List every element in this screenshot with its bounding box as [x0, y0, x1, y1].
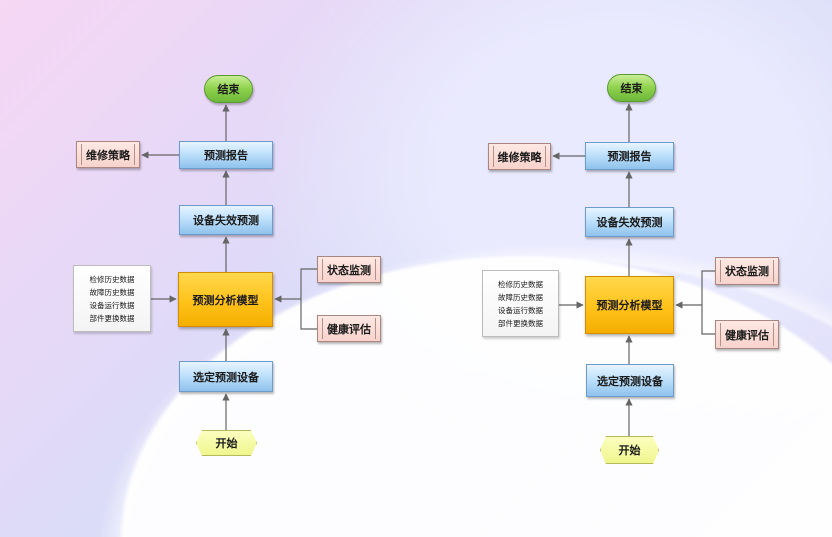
end-label: 结束	[217, 83, 240, 96]
connector-lines-right	[552, 103, 715, 436]
prediction-report-label: 预测报告	[607, 150, 652, 163]
maintenance-strategy-box: 维修策略	[488, 143, 551, 170]
start-label: 开始	[215, 437, 238, 450]
flowchart-right: 结束 预测报告 维修策略 设备失效预测 预测分析模型 检修历史数据 故障历史数据…	[412, 0, 828, 537]
select-prediction-equipment-box: 选定预测设备	[179, 361, 273, 392]
data-input-item: 设备运行数据	[498, 305, 543, 315]
start-label: 开始	[618, 444, 641, 457]
select-prediction-equipment-label: 选定预测设备	[597, 374, 663, 388]
data-input-item: 故障历史数据	[89, 287, 135, 297]
health-assessment-box: 健康评估	[715, 320, 779, 349]
equipment-failure-prediction-box: 设备失效预测	[179, 205, 273, 235]
arrow-inputs-to-model-left	[275, 268, 317, 330]
maintenance-strategy-label: 维修策略	[497, 150, 542, 164]
historical-data-box: 检修历史数据 故障历史数据 设备运行数据 部件更换数据	[482, 270, 559, 337]
maintenance-strategy-label: 维修策略	[86, 148, 130, 162]
start-node: 开始	[600, 436, 659, 464]
status-monitoring-label: 状态监测	[725, 265, 769, 278]
data-input-item: 设备运行数据	[89, 300, 135, 310]
equipment-failure-prediction-box: 设备失效预测	[585, 207, 674, 237]
select-prediction-equipment-box: 选定预测设备	[586, 364, 674, 397]
health-assessment-box: 健康评估	[317, 315, 381, 342]
prediction-report-box: 预测报告	[585, 142, 674, 170]
health-assessment-label: 健康评估	[725, 328, 769, 342]
end-node: 结束	[607, 74, 656, 102]
prediction-analysis-model-box: 预测分析模型	[178, 272, 273, 327]
data-input-item: 部件更换数据	[498, 318, 543, 328]
data-input-item: 检修历史数据	[498, 279, 543, 289]
start-node: 开始	[196, 430, 257, 456]
data-input-item: 检修历史数据	[89, 274, 135, 284]
status-monitoring-box: 状态监测	[317, 256, 381, 283]
prediction-analysis-model-label: 预测分析模型	[596, 299, 663, 312]
end-label: 结束	[620, 82, 643, 95]
maintenance-strategy-box: 维修策略	[76, 141, 140, 168]
equipment-failure-prediction-label: 设备失效预测	[596, 216, 663, 229]
status-monitoring-box: 状态监测	[715, 257, 779, 285]
equipment-failure-prediction-label: 设备失效预测	[193, 214, 259, 227]
flowchart-left: 结束 预测报告 维修策略 设备失效预测 预测分析模型 检修历史数据 故障历史数据…	[73, 75, 381, 456]
end-node: 结束	[204, 75, 253, 103]
prediction-analysis-model-box: 预测分析模型	[585, 276, 674, 334]
status-monitoring-label: 状态监测	[327, 263, 371, 277]
prediction-report-box: 预测报告	[179, 141, 273, 169]
data-input-item: 部件更换数据	[89, 313, 135, 323]
historical-data-box: 检修历史数据 故障历史数据 设备运行数据 部件更换数据	[73, 265, 151, 332]
health-assessment-label: 健康评估	[327, 322, 371, 336]
arrow-inputs-to-model-right	[676, 270, 715, 335]
select-prediction-equipment-label: 选定预测设备	[193, 370, 259, 384]
connector-lines-left	[141, 104, 317, 430]
prediction-report-label: 预测报告	[204, 149, 248, 162]
prediction-analysis-model-label: 预测分析模型	[192, 293, 259, 307]
data-input-item: 故障历史数据	[498, 292, 543, 302]
